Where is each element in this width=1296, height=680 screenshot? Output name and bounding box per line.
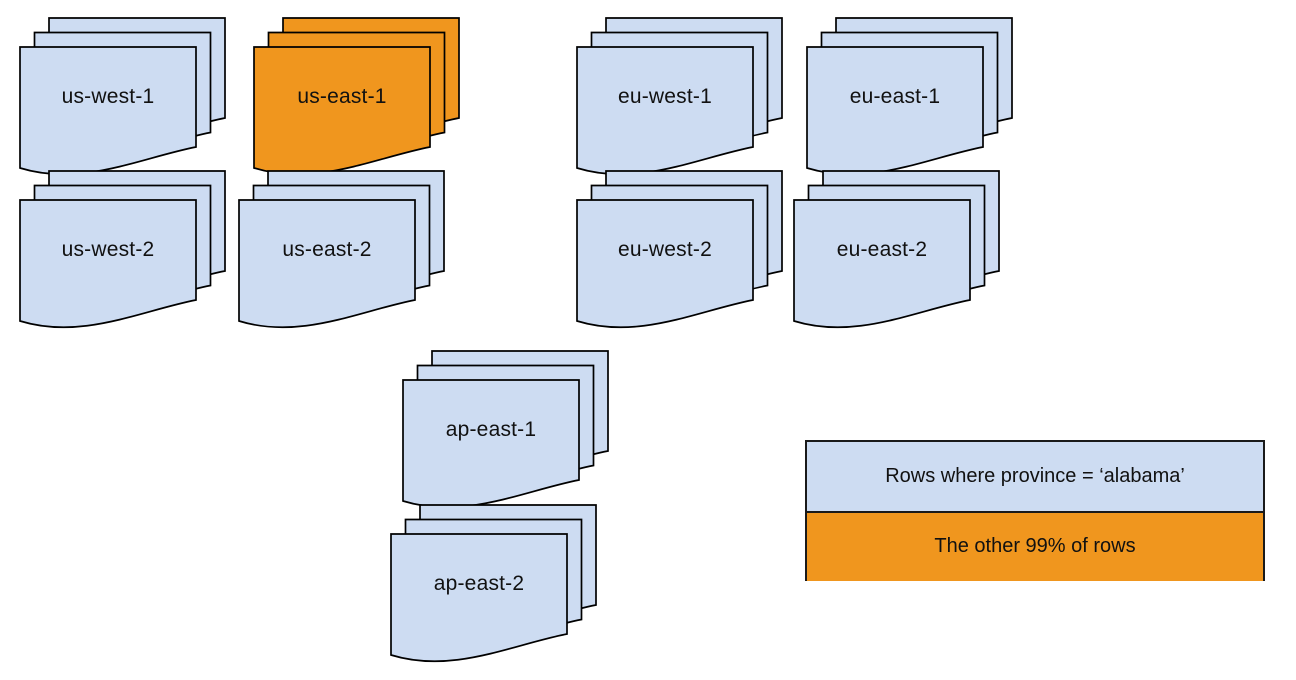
legend: Rows where province = ‘alabama’ The othe…: [805, 440, 1265, 581]
document-stack-icon: [576, 17, 783, 176]
region-stack-us-east-2: us-east-2: [238, 170, 445, 331]
region-stack-eu-east-1: eu-east-1: [806, 17, 1013, 178]
document-stack-icon: [19, 17, 226, 176]
region-stack-eu-west-1: eu-west-1: [576, 17, 783, 178]
legend-item-alabama-rows: Rows where province = ‘alabama’: [807, 442, 1263, 513]
document-stack-icon: [390, 504, 597, 663]
legend-item-label: Rows where province = ‘alabama’: [885, 464, 1185, 487]
region-stack-eu-east-2: eu-east-2: [793, 170, 1000, 331]
region-stack-eu-west-2: eu-west-2: [576, 170, 783, 331]
document-stack-icon: [806, 17, 1013, 176]
document-stack-icon: [576, 170, 783, 329]
document-stack-icon: [253, 17, 460, 176]
legend-item-other-rows: The other 99% of rows: [807, 512, 1263, 581]
legend-item-label: The other 99% of rows: [934, 535, 1136, 558]
region-stack-ap-east-1: ap-east-1: [402, 350, 609, 511]
document-stack-icon: [238, 170, 445, 329]
region-stack-ap-east-2: ap-east-2: [390, 504, 597, 665]
document-stack-icon: [19, 170, 226, 329]
region-stack-us-east-1: us-east-1: [253, 17, 460, 178]
document-stack-icon: [402, 350, 609, 509]
region-stack-us-west-1: us-west-1: [19, 17, 226, 178]
document-stack-icon: [793, 170, 1000, 329]
region-stack-us-west-2: us-west-2: [19, 170, 226, 331]
